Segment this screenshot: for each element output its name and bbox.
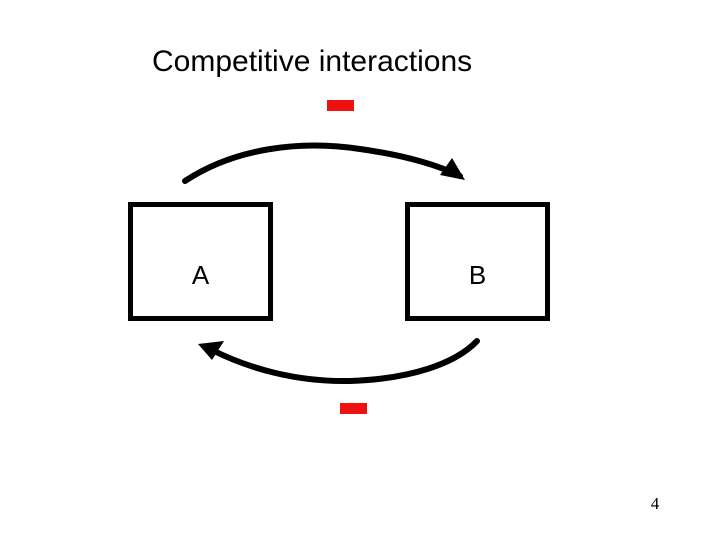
arrow-a-to-b [182,142,465,184]
arrow-a-to-b-shaft [182,142,463,184]
arrow-b-to-a-shaft [209,338,480,385]
node-box-b[interactable]: B [405,202,550,321]
page-number: 4 [650,494,660,513]
node-label-a: A [191,260,210,290]
node-label-b: B [468,260,487,290]
arrow-a-to-b-head [440,158,465,180]
node-box-a[interactable]: A [128,202,273,321]
minus-sign-top [327,100,354,111]
page-title: Competitive interactions [152,45,473,78]
arrow-b-to-a [198,338,480,385]
minus-sign-bottom [340,403,367,414]
arrow-b-to-a-head [198,341,224,360]
